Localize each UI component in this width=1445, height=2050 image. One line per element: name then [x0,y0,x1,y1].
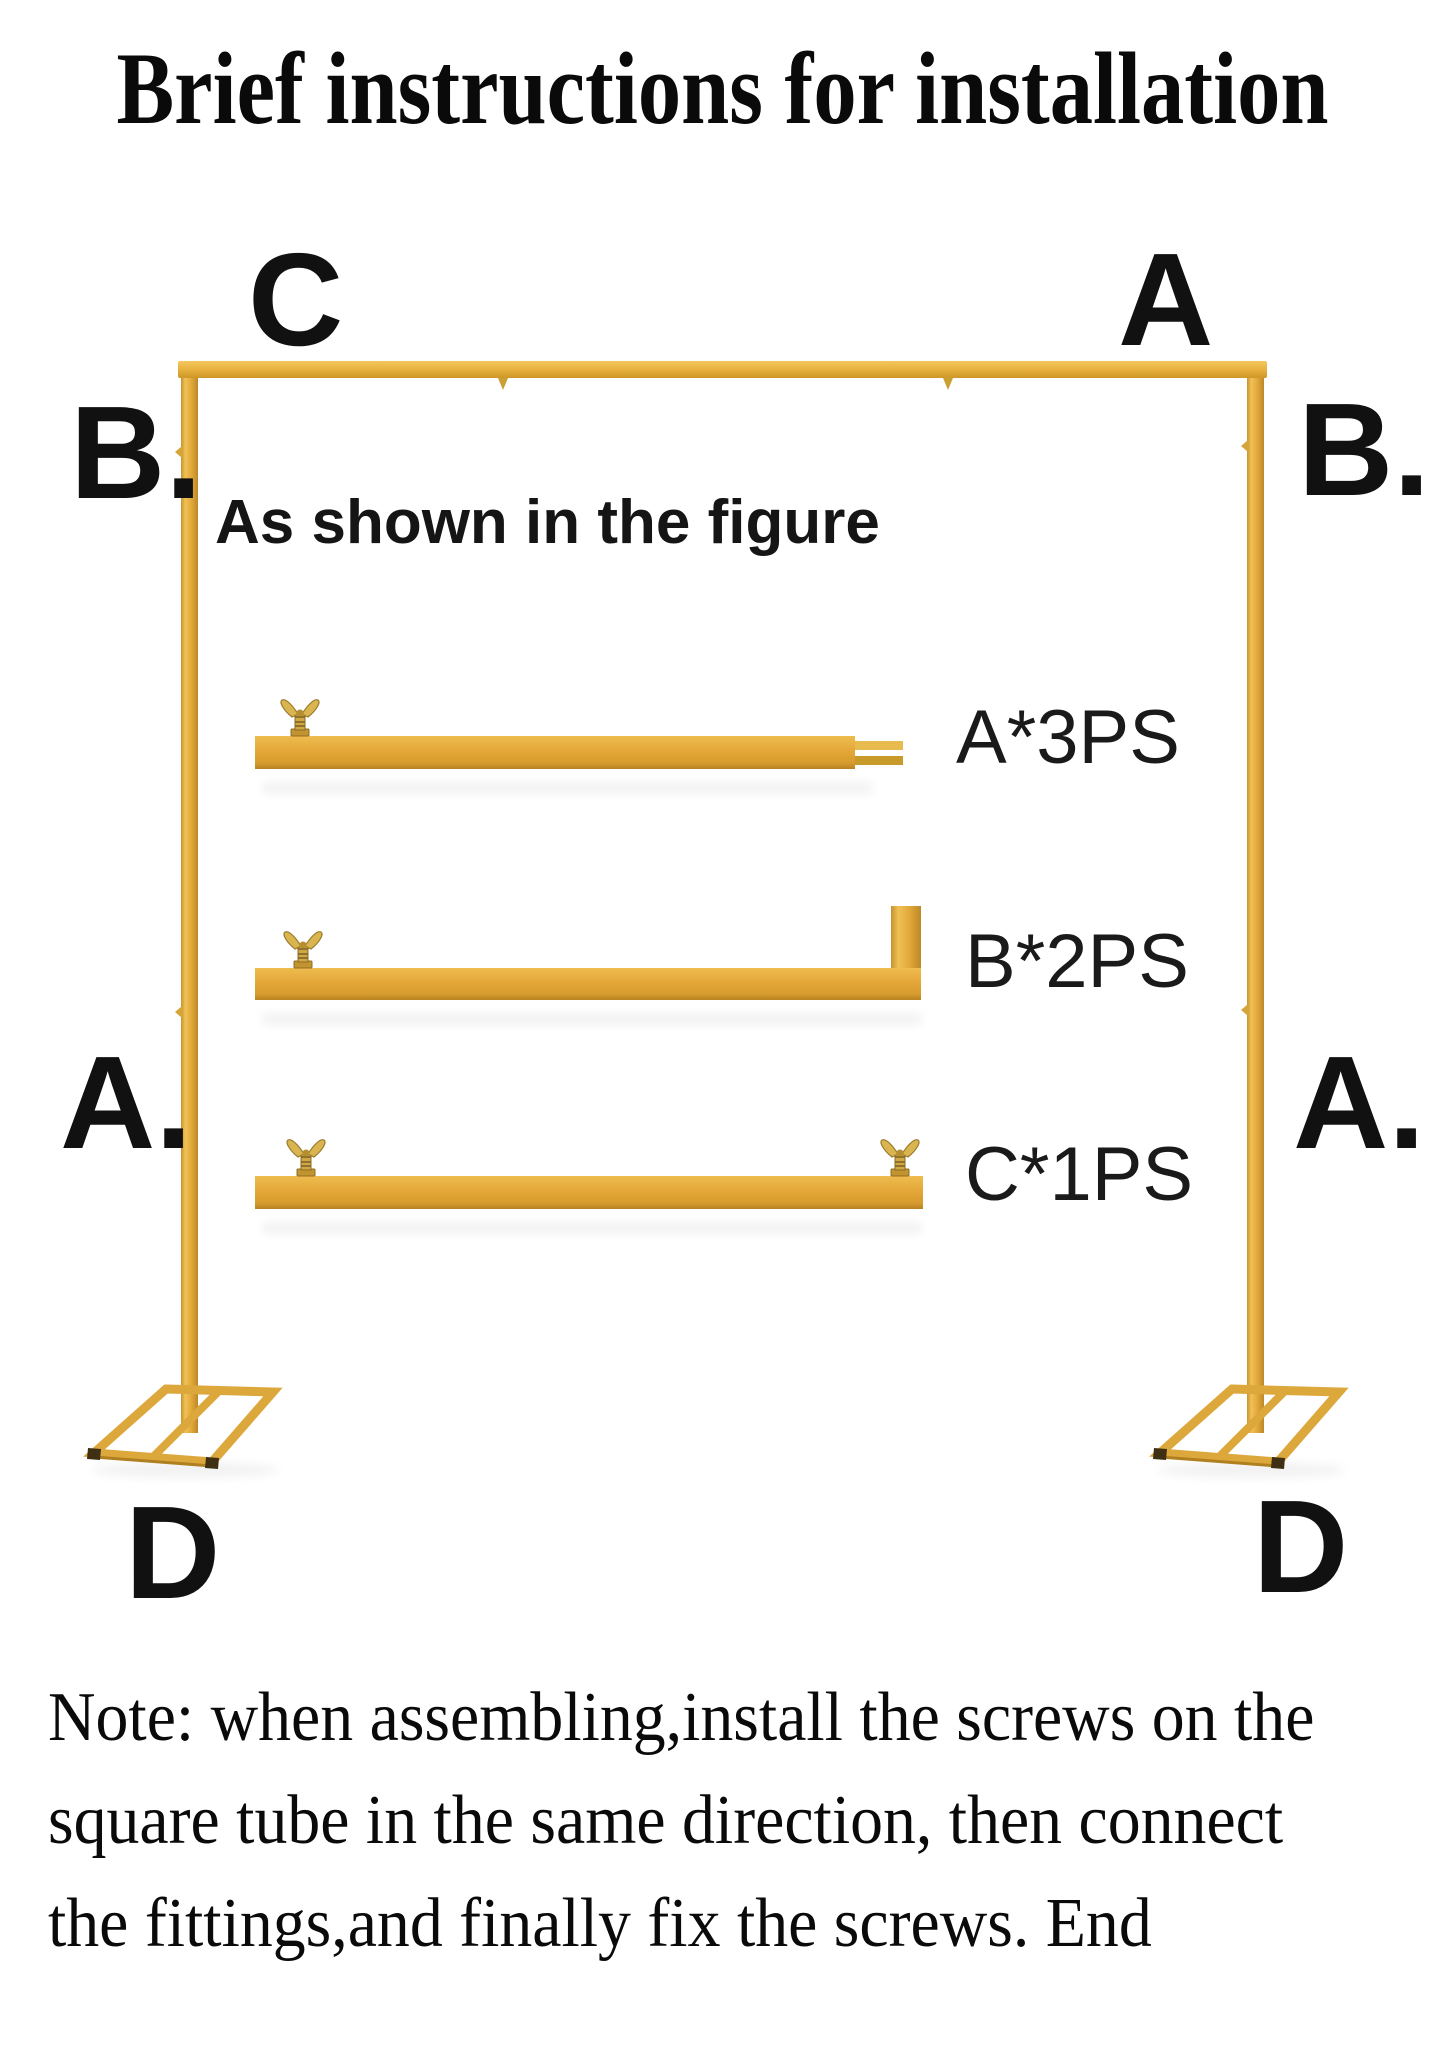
screw-tip-icon [498,378,508,390]
post-joint-nub [175,446,182,458]
frame-label-a-lower-right: A. [1293,1029,1425,1176]
part-a-bar [255,698,903,794]
post-joint-nub [1241,1004,1248,1016]
wing-screw-icon [280,698,320,737]
post-joint-nub [175,1006,182,1018]
part-b-quantity-label: B*2PS [965,919,1189,1004]
wing-screw-icon [880,1138,920,1177]
wing-screw-icon [283,930,323,969]
frame-right-post [1247,361,1264,1433]
frame-left-post [181,361,198,1433]
frame-top-crossbar [178,361,1267,378]
post-joint-nub [1241,440,1248,452]
frame-label-d-base-left: D [125,1479,221,1626]
frame-label-b-upper-right: B. [1298,376,1430,523]
note-line-1: Note: when assembling,install the screws… [48,1679,1315,1756]
frame-label-d-base-right: D [1253,1473,1349,1620]
screw-tip-icon [943,378,953,390]
assembled-frame [87,361,1346,1478]
wing-screw-icon [286,1138,326,1177]
frame-label-c-top-left: C [248,226,344,373]
frame-label-a-lower-left: A. [60,1029,192,1176]
part-c-bar [255,1138,923,1234]
note-line-2: square tube in the same direction, then … [48,1782,1284,1859]
page-title: Brief instructions for installation [116,32,1329,146]
figure-caption: As shown in the figure [215,488,880,557]
part-c-quantity-label: C*1PS [965,1132,1194,1217]
part-a-quantity-label: A*3PS [956,695,1180,780]
frame-label-a-top-right: A [1118,226,1214,373]
part-b-bar [255,906,922,1025]
note-line-3: the fittings,and finally fix the screws.… [48,1885,1152,1962]
frame-label-b-upper-left: B. [70,379,202,526]
